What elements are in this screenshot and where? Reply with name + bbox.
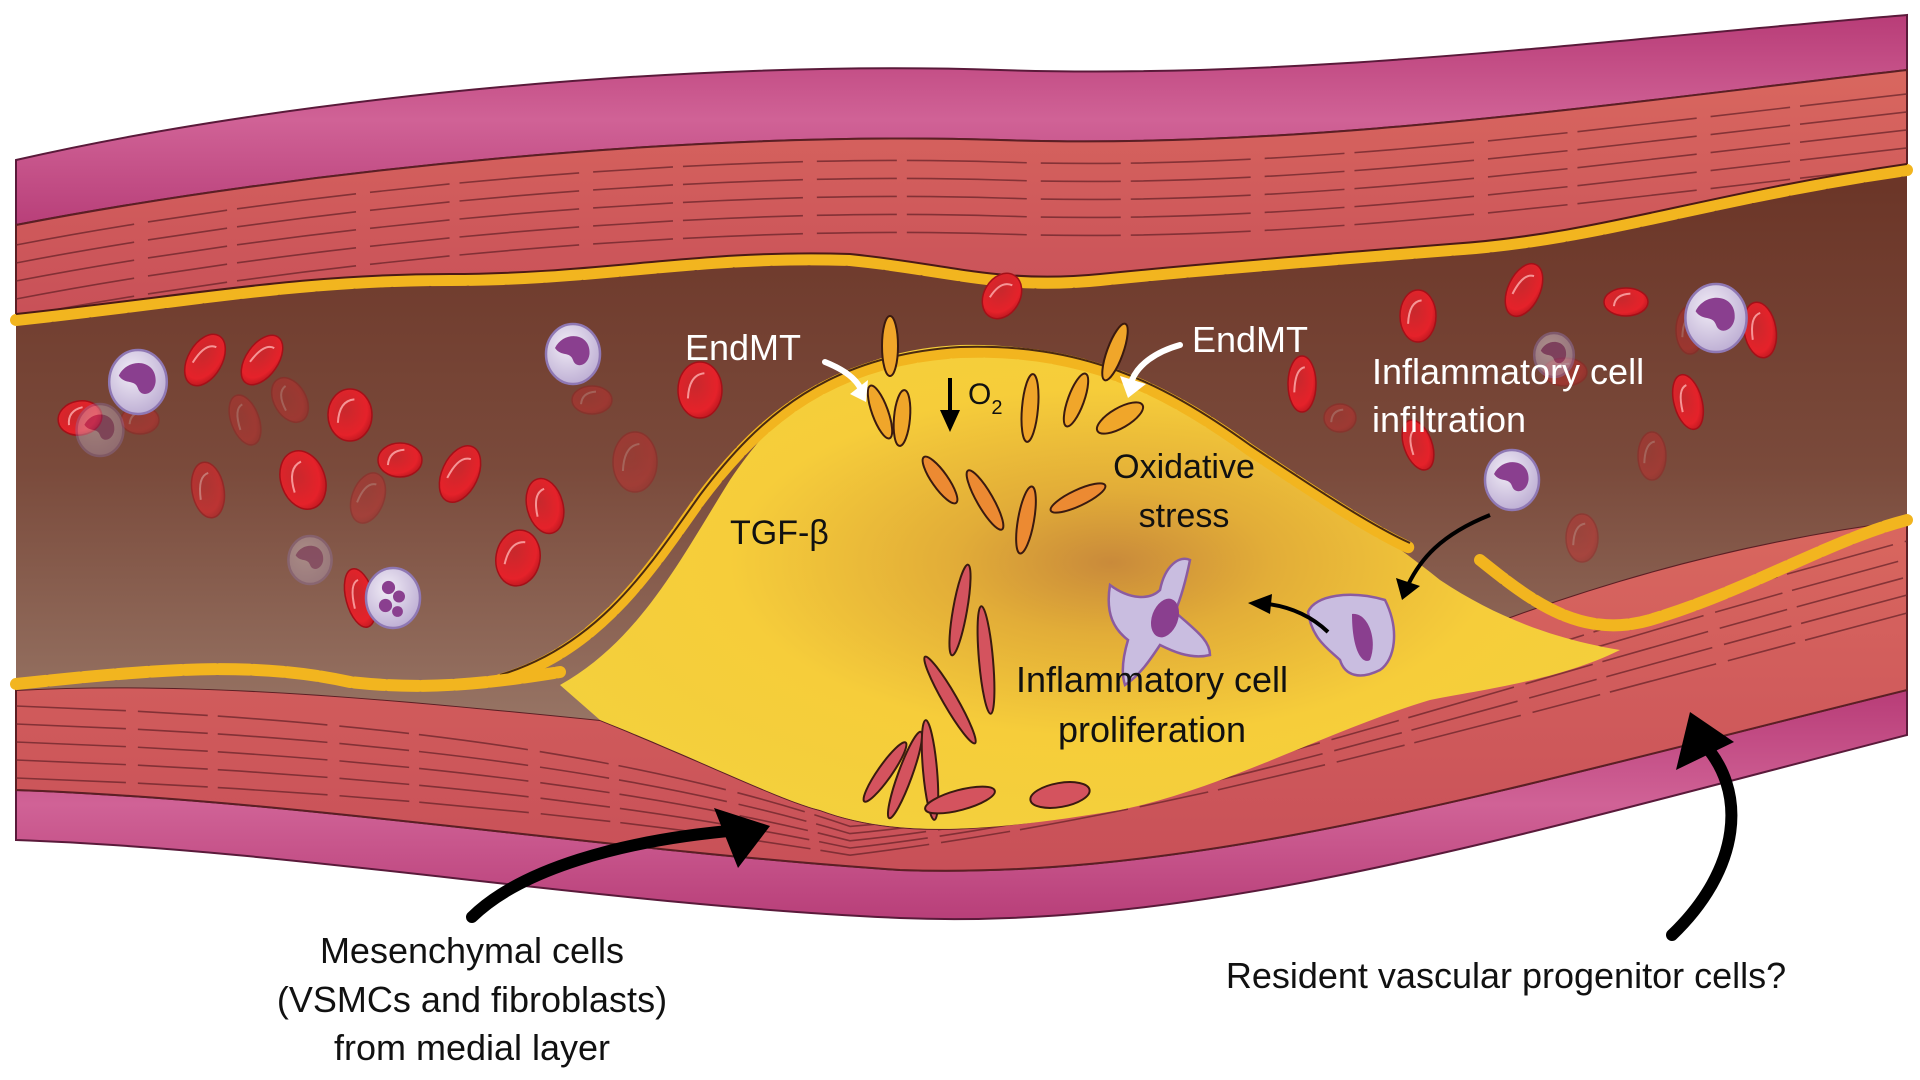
red-blood-cell: [240, 334, 284, 386]
red-blood-cell: [1637, 431, 1667, 481]
proliferation-arrow: [1248, 594, 1330, 634]
infiltration-arrow: [1396, 513, 1491, 600]
migrating-cell: [965, 469, 1005, 531]
migrating-cell: [1062, 372, 1090, 428]
smc-line: [15, 594, 1908, 849]
red-blood-cell: [525, 477, 565, 535]
red-blood-cell: [1287, 355, 1317, 413]
red-blood-cell: [571, 385, 613, 415]
endothelium-top-edge: [15, 163, 1908, 315]
migrating-cell: [866, 384, 894, 440]
migrating-cell: [1015, 485, 1037, 555]
smc-line: [15, 576, 1908, 842]
macrophage-cell: [1107, 557, 1212, 687]
red-blood-cell: [1504, 262, 1544, 318]
migrating-cell: [923, 655, 977, 745]
migrating-cells: [862, 315, 1145, 821]
red-blood-cell: [377, 442, 423, 478]
migrating-cell: [1029, 781, 1091, 809]
red-blood-cell: [1603, 287, 1649, 317]
mesenchymal-label-line1: Mesenchymal cells: [320, 930, 624, 971]
plaque-endothelium: [494, 345, 1416, 686]
leukocyte: [75, 402, 125, 458]
migrating-cell: [920, 719, 940, 821]
leukocyte: [107, 348, 169, 416]
neointimal-plaque: [560, 344, 1620, 829]
oxidative-stress-label-line1: Oxidative: [1113, 448, 1255, 486]
progenitor-arrow: [1666, 712, 1738, 941]
endmt-left-arrow: [822, 359, 868, 402]
smc-line: [15, 147, 1908, 300]
red-blood-cell: [279, 450, 327, 510]
endmt-left-label: EndMT: [685, 327, 801, 368]
migrating-cell: [881, 315, 899, 377]
red-blood-cell: [1323, 403, 1357, 433]
leukocyte: [1483, 448, 1541, 512]
oxygen-subscript: 2: [991, 397, 1002, 419]
smc-line: [15, 93, 1908, 246]
oxygen-symbol: O: [968, 378, 991, 411]
mesenchymal-label-line2: (VSMCs and fibroblasts): [277, 979, 667, 1020]
leukocyte: [1532, 331, 1576, 379]
red-blood-cell: [228, 394, 262, 446]
red-blood-cell: [343, 568, 377, 628]
migrating-cell: [976, 605, 996, 715]
red-blood-cell: [1742, 301, 1778, 359]
endothelium-top: [10, 164, 1913, 326]
migrating-cell: [886, 730, 924, 820]
leukocyte: [287, 534, 333, 586]
mesenchymal-label-line3: from medial layer: [334, 1027, 610, 1068]
migrating-cell: [1049, 482, 1107, 514]
endmt-right-label: EndMT: [1192, 319, 1308, 360]
smc-line: [15, 165, 1908, 318]
red-blood-cell: [1565, 513, 1599, 563]
migrating-cell: [921, 455, 959, 505]
migrating-cell: [1095, 401, 1145, 435]
red-blood-cell: [1399, 289, 1437, 343]
smc-line: [15, 129, 1908, 282]
red-blood-cell: [612, 431, 658, 493]
red-blood-cells: [57, 262, 1778, 628]
plaque-endothelium-edge: [499, 345, 1411, 676]
leukocyte: [1684, 282, 1748, 354]
proliferation-label-line1: Inflammatory cell: [1016, 659, 1288, 700]
migrating-cell: [948, 563, 972, 657]
endmt-right-arrow: [1120, 342, 1183, 398]
proliferation-label-line2: proliferation: [1058, 709, 1246, 750]
progenitor-label: Resident vascular progenitor cells?: [1226, 955, 1786, 996]
red-blood-cell: [190, 461, 226, 519]
infiltration-label-line1: Inflammatory cell: [1372, 351, 1644, 392]
monocyte-cell-adhering: [1306, 593, 1396, 677]
migrating-cell: [1101, 322, 1129, 382]
mesenchymal-arrow: [466, 808, 770, 923]
infiltration-label-line2: infiltration: [1372, 399, 1526, 440]
smc-line: [15, 111, 1908, 264]
red-blood-cell: [1401, 419, 1435, 471]
leukocyte: [364, 566, 422, 630]
oxidative-stress-label-line2: stress: [1139, 497, 1230, 535]
endothelium-bottom-right: [1474, 514, 1913, 632]
oxygen-down-arrow-icon: [940, 378, 960, 432]
migrating-cell: [1020, 373, 1040, 443]
leukocytes: [75, 282, 1748, 630]
migrating-cell: [924, 785, 996, 815]
red-blood-cell: [327, 388, 373, 442]
tgf-beta-label: TGF-β: [730, 514, 829, 552]
red-blood-cell: [183, 333, 227, 387]
migrating-cell: [892, 389, 912, 447]
red-blood-cell: [270, 376, 310, 424]
red-blood-cell: [438, 445, 482, 503]
leukocyte: [544, 322, 602, 386]
red-blood-cell: [495, 529, 541, 587]
red-blood-cell: [349, 472, 387, 524]
red-blood-cell: [677, 361, 723, 419]
oxygen-label: O2: [968, 378, 1002, 419]
endothelium-bottom-left: [10, 663, 566, 692]
red-blood-cell: [1671, 373, 1705, 431]
red-blood-cell: [981, 272, 1023, 320]
smc-line: [15, 612, 1908, 857]
migrating-cell: [862, 741, 908, 803]
